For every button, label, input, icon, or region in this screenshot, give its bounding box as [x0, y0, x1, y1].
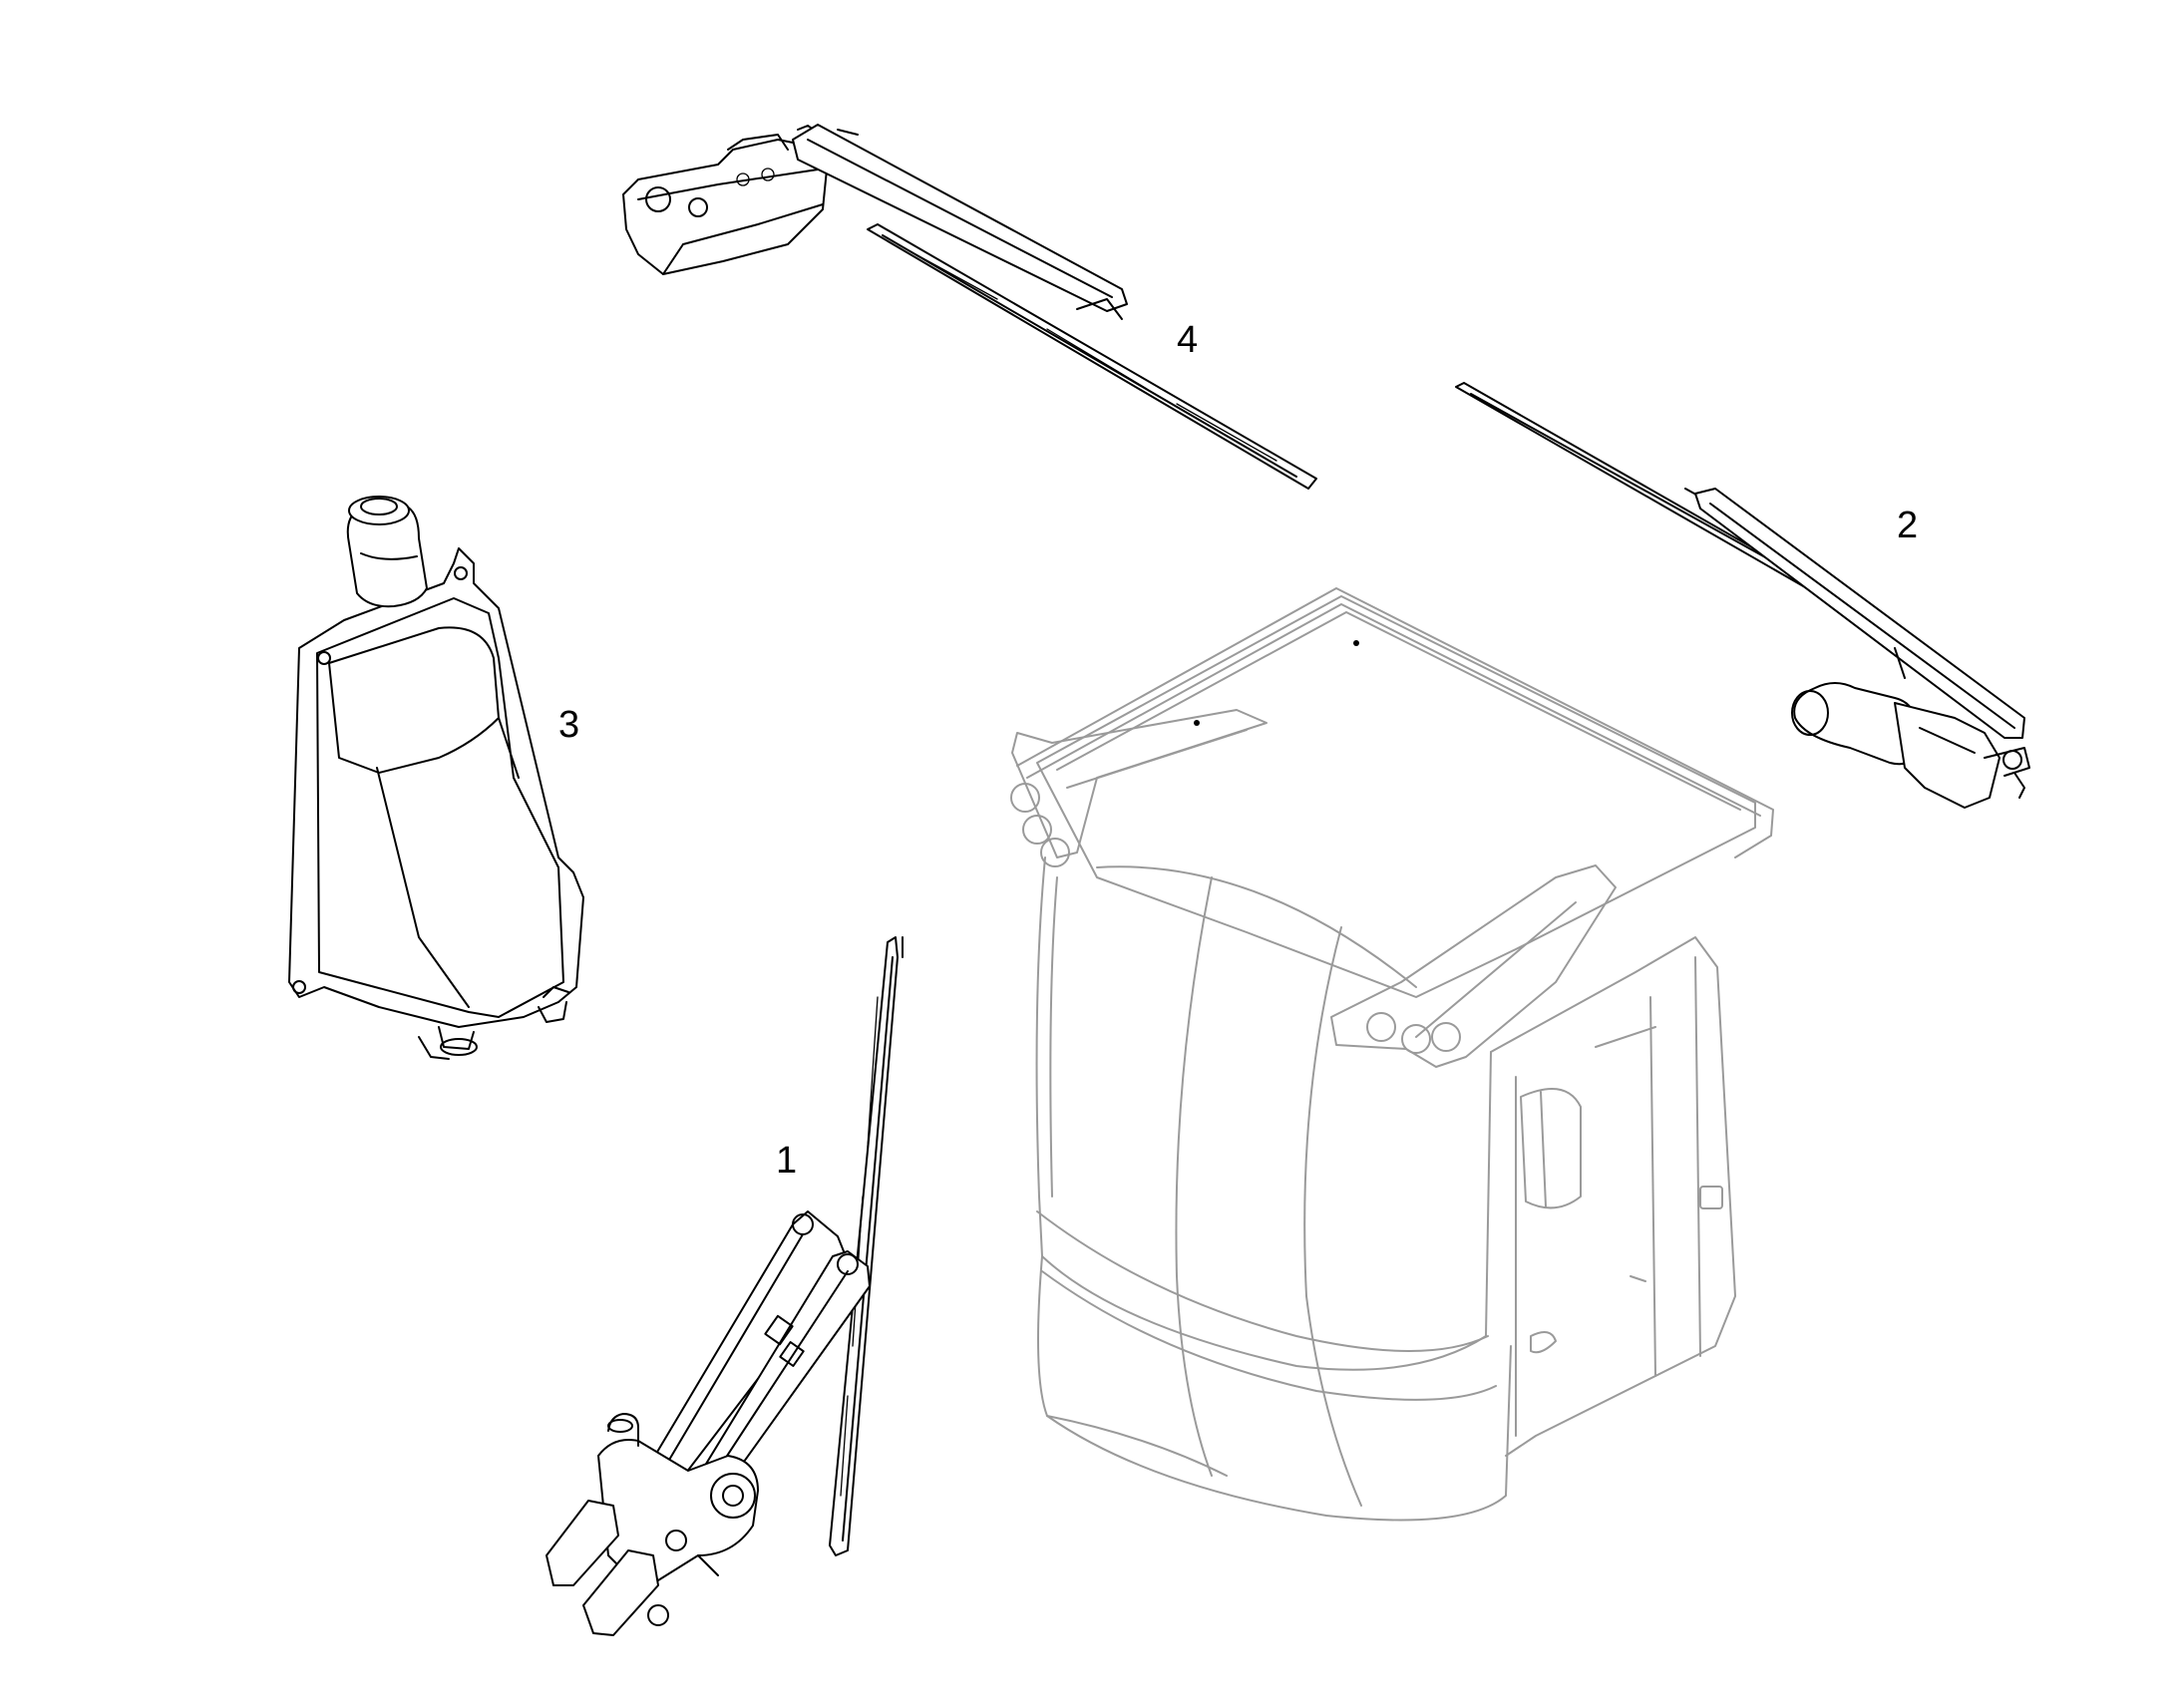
rear-wiper-motor-blade-icon [1455, 382, 2030, 809]
front-wiper-arm-motor-icon [545, 936, 904, 1636]
callout-1-label: 1 [776, 1140, 798, 1182]
roof-wiper-arm-blade-icon [622, 124, 1317, 490]
cab-outline-icon [1010, 587, 1774, 1522]
callout-2-label: 2 [1897, 505, 1919, 546]
washer-reservoir-icon [288, 496, 584, 1060]
callout-4-label: 4 [1177, 319, 1199, 361]
callout-3-label: 3 [558, 704, 580, 746]
